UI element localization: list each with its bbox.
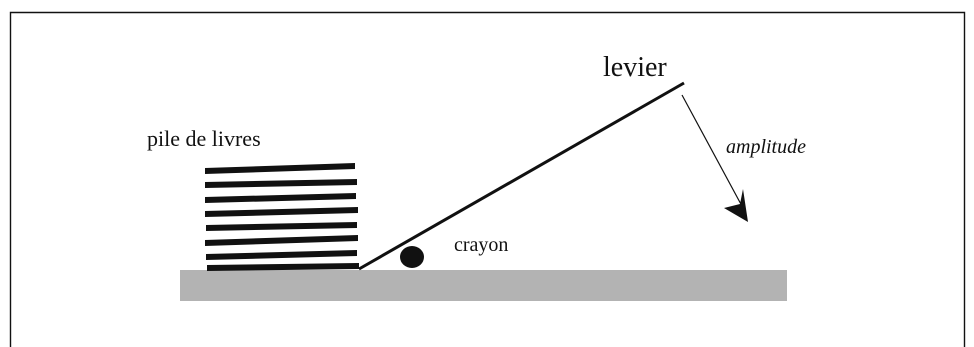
book	[205, 163, 355, 174]
book	[205, 193, 356, 203]
amplitude-arrow-head	[724, 189, 748, 222]
book-stack	[205, 163, 359, 271]
amplitude-arrow-shaft	[681, 94, 744, 209]
table-surface	[180, 270, 787, 301]
book	[206, 222, 357, 231]
amplitude-label: amplitude	[726, 136, 806, 158]
book	[205, 179, 357, 188]
book	[207, 263, 359, 271]
book	[205, 207, 358, 217]
lever-label: levier	[603, 52, 667, 83]
diagram-frame	[9, 11, 966, 347]
books-label: pile de livres	[147, 126, 261, 151]
book	[205, 235, 358, 246]
lever-bar	[358, 81, 685, 271]
pencil	[400, 246, 424, 268]
pencil-label: crayon	[454, 234, 508, 256]
book	[206, 250, 357, 260]
